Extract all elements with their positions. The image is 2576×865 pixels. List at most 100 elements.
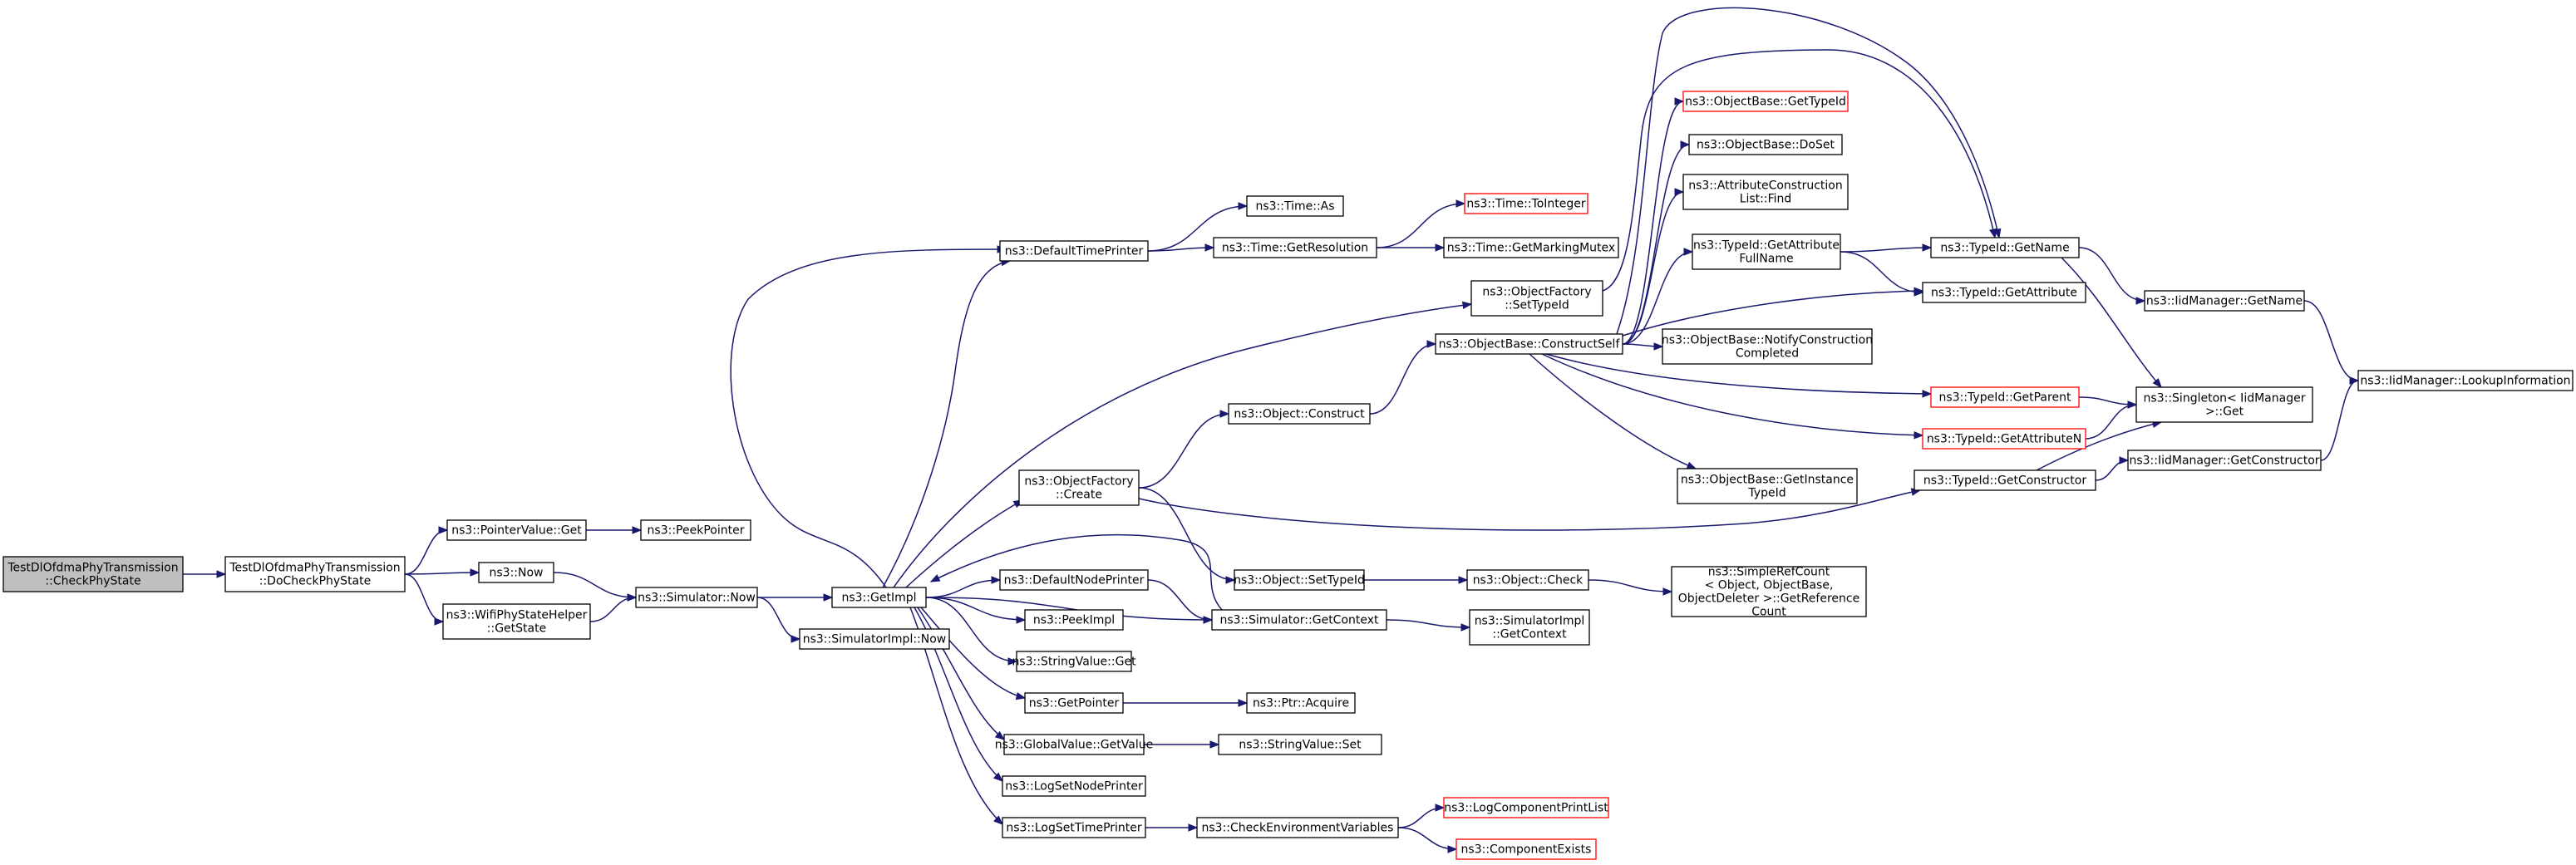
node-box [1662, 328, 1873, 365]
node-getattr[interactable]: ns3::TypeId::GetAttribute [1922, 282, 2086, 303]
node-implcontext[interactable]: ns3::SimulatorImpl::GetContext [1469, 609, 1590, 646]
node-objsettype[interactable]: ns3::Object::SetTypeId [1234, 569, 1365, 591]
node-timeres[interactable]: ns3::Time::GetResolution [1213, 237, 1377, 258]
edge-arrowhead [1662, 587, 1673, 596]
node-getpointer[interactable]: ns3::GetPointer [1024, 692, 1124, 714]
node-label: ns3::ObjectBase::NotifyConstruction [1662, 334, 1873, 347]
node-toint[interactable]: ns3::Time::ToInteger [1464, 193, 1588, 214]
node-now[interactable]: ns3::Now [478, 562, 554, 583]
node-box [1469, 609, 1590, 646]
edge-construct-to-getattr [1622, 287, 1924, 337]
edge-arrowhead [1209, 740, 1220, 749]
node-objcheck[interactable]: ns3::Object::Check [1466, 569, 1589, 591]
node-doset[interactable]: ns3::ObjectBase::DoSet [1688, 134, 1843, 155]
node-acquire[interactable]: ns3::Ptr::Acquire [1246, 692, 1356, 714]
edge-attrfull-to-getattr [1840, 251, 1924, 297]
node-getimpl[interactable]: ns3::GetImpl [831, 587, 927, 608]
node-defnode[interactable]: ns3::DefaultNodePrinter [999, 569, 1149, 591]
edge-arrowhead [1455, 199, 1466, 208]
node-construct[interactable]: ns3::ObjectBase::ConstructSelf [1435, 333, 1623, 355]
node-notify[interactable]: ns3::ObjectBase::NotifyConstructionCompl… [1662, 328, 1873, 365]
node-label: ns3::GetPointer [1029, 697, 1120, 710]
edge-arrowhead [1219, 410, 1230, 418]
node-iidctor[interactable]: ns3::IidManager::GetConstructor [2127, 450, 2322, 471]
node-ofcreate[interactable]: ns3::ObjectFactory::Create [1018, 469, 1140, 506]
edge-construct-to-attrfull [1622, 248, 1694, 345]
node-getattrn[interactable]: ns3::TypeId::GetAttributeN [1922, 428, 2086, 450]
node-label: ::GetContext [1492, 628, 1567, 641]
node-label: ns3::TypeId::GetConstructor [1923, 474, 2086, 488]
node-ofsettype[interactable]: ns3::ObjectFactory::SetTypeId [1470, 280, 1603, 317]
node-box [1682, 174, 1849, 210]
node-getcontext[interactable]: ns3::Simulator::GetContext [1211, 609, 1387, 631]
node-globalget[interactable]: ns3::GlobalValue::GetValue [995, 734, 1153, 755]
node-wifistate[interactable]: ns3::WifiPhyStateHelper::GetState [442, 603, 591, 640]
node-iidname[interactable]: ns3::IidManager::GetName [2144, 290, 2305, 312]
node-box [1677, 468, 1858, 504]
edge-arrowhead [1686, 461, 1697, 469]
edge-arrowhead [2119, 456, 2130, 464]
edge-arrowhead [1016, 616, 1027, 624]
node-obgettype[interactable]: ns3::ObjectBase::GetTypeId [1682, 91, 1849, 112]
node-timeas[interactable]: ns3::Time::As [1246, 195, 1344, 217]
node-getctor[interactable]: ns3::TypeId::GetConstructor [1914, 469, 2096, 491]
node-root[interactable]: TestDlOfdmaPhyTransmission::CheckPhyStat… [2, 556, 184, 592]
node-getparent[interactable]: ns3::TypeId::GetParent [1930, 386, 2080, 408]
edge-deftime-to-timeas [1147, 202, 1249, 252]
edge-globalget-to-strset [1144, 740, 1220, 749]
edge-arrowhead [1914, 288, 1924, 297]
node-strset[interactable]: ns3::StringValue::Set [1218, 734, 1382, 755]
edge-getname-to-singleton [2061, 257, 2162, 389]
node-label: TestDlOfdmaPhyTransmission [229, 562, 400, 575]
edge-docheck-to-wifistate [404, 573, 445, 626]
node-refcount[interactable]: ns3::SimpleRefCount< Object, ObjectBase,… [1671, 566, 1867, 619]
edge-arrowhead [1674, 188, 1685, 196]
edge-construct-to-instance [1529, 353, 1697, 469]
node-exists[interactable]: ns3::ComponentExists [1455, 838, 1597, 860]
node-lognode[interactable]: ns3::LogSetNodePrinter [1002, 775, 1146, 797]
node-getname[interactable]: ns3::TypeId::GetName [1930, 237, 2080, 258]
node-label: ns3::LogSetTimePrinter [1006, 822, 1142, 835]
node-label: ns3::Object::Construct [1234, 408, 1365, 421]
edge-arrowhead [1922, 390, 1933, 398]
node-label: ns3::Object::Check [1473, 574, 1584, 587]
node-ptrget[interactable]: ns3::PointerValue::Get [446, 519, 587, 541]
edge-arrowhead [1203, 616, 1214, 624]
edge-iidname-to-lookup [2303, 300, 2360, 385]
node-printlist[interactable]: ns3::LogComponentPrintList [1443, 797, 1609, 818]
edge-arrowhead [1461, 301, 1473, 310]
node-mutex[interactable]: ns3::Time::GetMarkingMutex [1443, 237, 1619, 258]
node-box [1922, 428, 2086, 450]
node-peekptr[interactable]: ns3::PeekPointer [640, 519, 751, 541]
node-label: ::Create [1056, 489, 1102, 502]
node-label: ns3::SimulatorImpl::Now [803, 633, 947, 646]
edge-layer [183, 7, 2360, 853]
node-strget[interactable]: ns3::StringValue::Get [1012, 651, 1136, 672]
node-peekimpl[interactable]: ns3::PeekImpl [1024, 609, 1124, 631]
node-box [478, 562, 554, 583]
node-box [1024, 609, 1124, 631]
node-box [2135, 386, 2313, 423]
node-label: ns3::ObjectBase::GetTypeId [1685, 96, 1846, 109]
node-docheck[interactable]: TestDlOfdmaPhyTransmission::DoCheckPhySt… [224, 556, 406, 592]
node-box [635, 587, 758, 608]
node-logtime[interactable]: ns3::LogSetTimePrinter [1002, 817, 1146, 838]
node-deftime[interactable]: ns3::DefaultTimePrinter [999, 240, 1149, 262]
node-box [2, 556, 184, 592]
node-checkenv[interactable]: ns3::CheckEnvironmentVariables [1196, 817, 1399, 838]
edge-arrowhead [438, 526, 449, 534]
node-simnow[interactable]: ns3::Simulator::Now [635, 587, 758, 608]
edge-construct-to-getname [1616, 7, 2002, 335]
node-lookup[interactable]: ns3::IidManager::LookupInformation [2357, 370, 2574, 391]
node-box [1246, 692, 1356, 714]
edge-arrowhead [1922, 243, 1933, 252]
node-label: ns3::ObjectFactory [1482, 286, 1591, 299]
node-objconstruct[interactable]: ns3::Object::Construct [1228, 403, 1371, 425]
node-simimplnow[interactable]: ns3::SimulatorImpl::Now [799, 628, 950, 650]
node-singleton[interactable]: ns3::Singleton< IidManager>::Get [2135, 386, 2313, 423]
node-box [1435, 333, 1623, 355]
